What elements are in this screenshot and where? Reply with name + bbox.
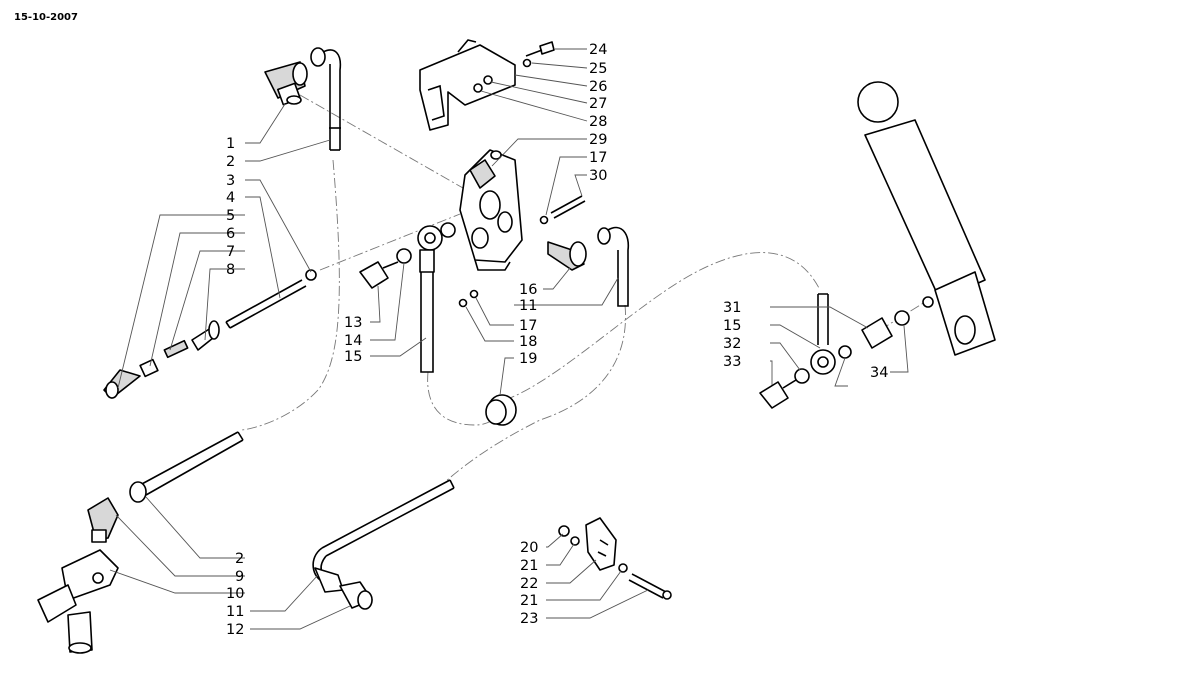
hydraulic-hose-icon (597, 226, 630, 307)
callout-21: 21 (520, 558, 538, 574)
callout-24: 24 (589, 42, 607, 58)
callout-32: 32 (723, 336, 741, 352)
callout-17: 17 (589, 150, 607, 166)
callout-27: 27 (589, 96, 607, 112)
callout-7: 7 (226, 244, 235, 260)
control-valve-icon (459, 149, 523, 271)
callout-11: 11 (226, 604, 244, 620)
drawing-date: 15-10-2007 (14, 12, 78, 23)
elbow-fitting-icon (264, 61, 308, 106)
callout-2: 2 (235, 551, 244, 567)
callout-22: 22 (520, 576, 538, 592)
rod-assembly (103, 269, 317, 399)
callout-26: 26 (589, 79, 607, 95)
leader-lines (109, 48, 909, 630)
callout-10: 10 (226, 586, 244, 602)
hydraulic-hose-icon (419, 249, 435, 373)
callout-16: 16 (519, 282, 537, 298)
callout-23: 23 (520, 611, 538, 627)
callout-33: 33 (723, 354, 741, 370)
callout-12: 12 (226, 622, 244, 638)
washer-icon (794, 310, 910, 384)
callout-28: 28 (589, 114, 607, 130)
callout-labels: 1 2 3 4 5 6 7 8 13 14 15 24 25 26 27 28 … (226, 42, 888, 638)
bolt-icon (522, 41, 555, 68)
callout-6: 6 (226, 226, 235, 242)
callout-1: 1 (226, 136, 235, 152)
callout-29: 29 (589, 132, 607, 148)
mounting-bracket-icon (419, 39, 516, 131)
callout-17: 17 (519, 318, 537, 334)
elbow-fitting-icon (314, 567, 373, 610)
callout-18: 18 (519, 334, 537, 350)
callout-25: 25 (589, 61, 607, 77)
callout-2: 2 (226, 154, 235, 170)
assembly-lines (239, 94, 926, 483)
callout-20: 20 (520, 540, 538, 556)
hydraulic-hose-icon (129, 431, 244, 503)
tee-fitting (37, 549, 119, 654)
callout-9: 9 (235, 569, 244, 585)
callout-31: 31 (723, 300, 741, 316)
callout-34: 34 (870, 365, 888, 381)
hydraulic-hose-icon (310, 47, 342, 151)
hydraulic-hose-icon (810, 293, 836, 375)
callout-19: 19 (519, 351, 537, 367)
callout-4: 4 (226, 190, 235, 206)
callout-15: 15 (344, 349, 362, 365)
hydraulic-cylinder-icon (857, 81, 996, 356)
bolt-icon (628, 573, 672, 600)
callout-14: 14 (344, 333, 362, 349)
elbow-fitting-icon (87, 497, 119, 543)
callout-13: 13 (344, 315, 362, 331)
hose-clamp-icon (485, 394, 517, 426)
elbow-fitting-icon (547, 241, 587, 271)
callout-30: 30 (589, 168, 607, 184)
callout-21: 21 (520, 593, 538, 609)
hydraulic-hose-icon (312, 479, 455, 583)
callout-3: 3 (226, 173, 235, 189)
bolt-icon (359, 195, 586, 289)
callout-11: 11 (519, 298, 537, 314)
callout-5: 5 (226, 208, 235, 224)
callout-8: 8 (226, 262, 235, 278)
bolt-icon (759, 379, 797, 409)
hose-clamp-icon (558, 517, 628, 573)
callout-15: 15 (723, 318, 741, 334)
